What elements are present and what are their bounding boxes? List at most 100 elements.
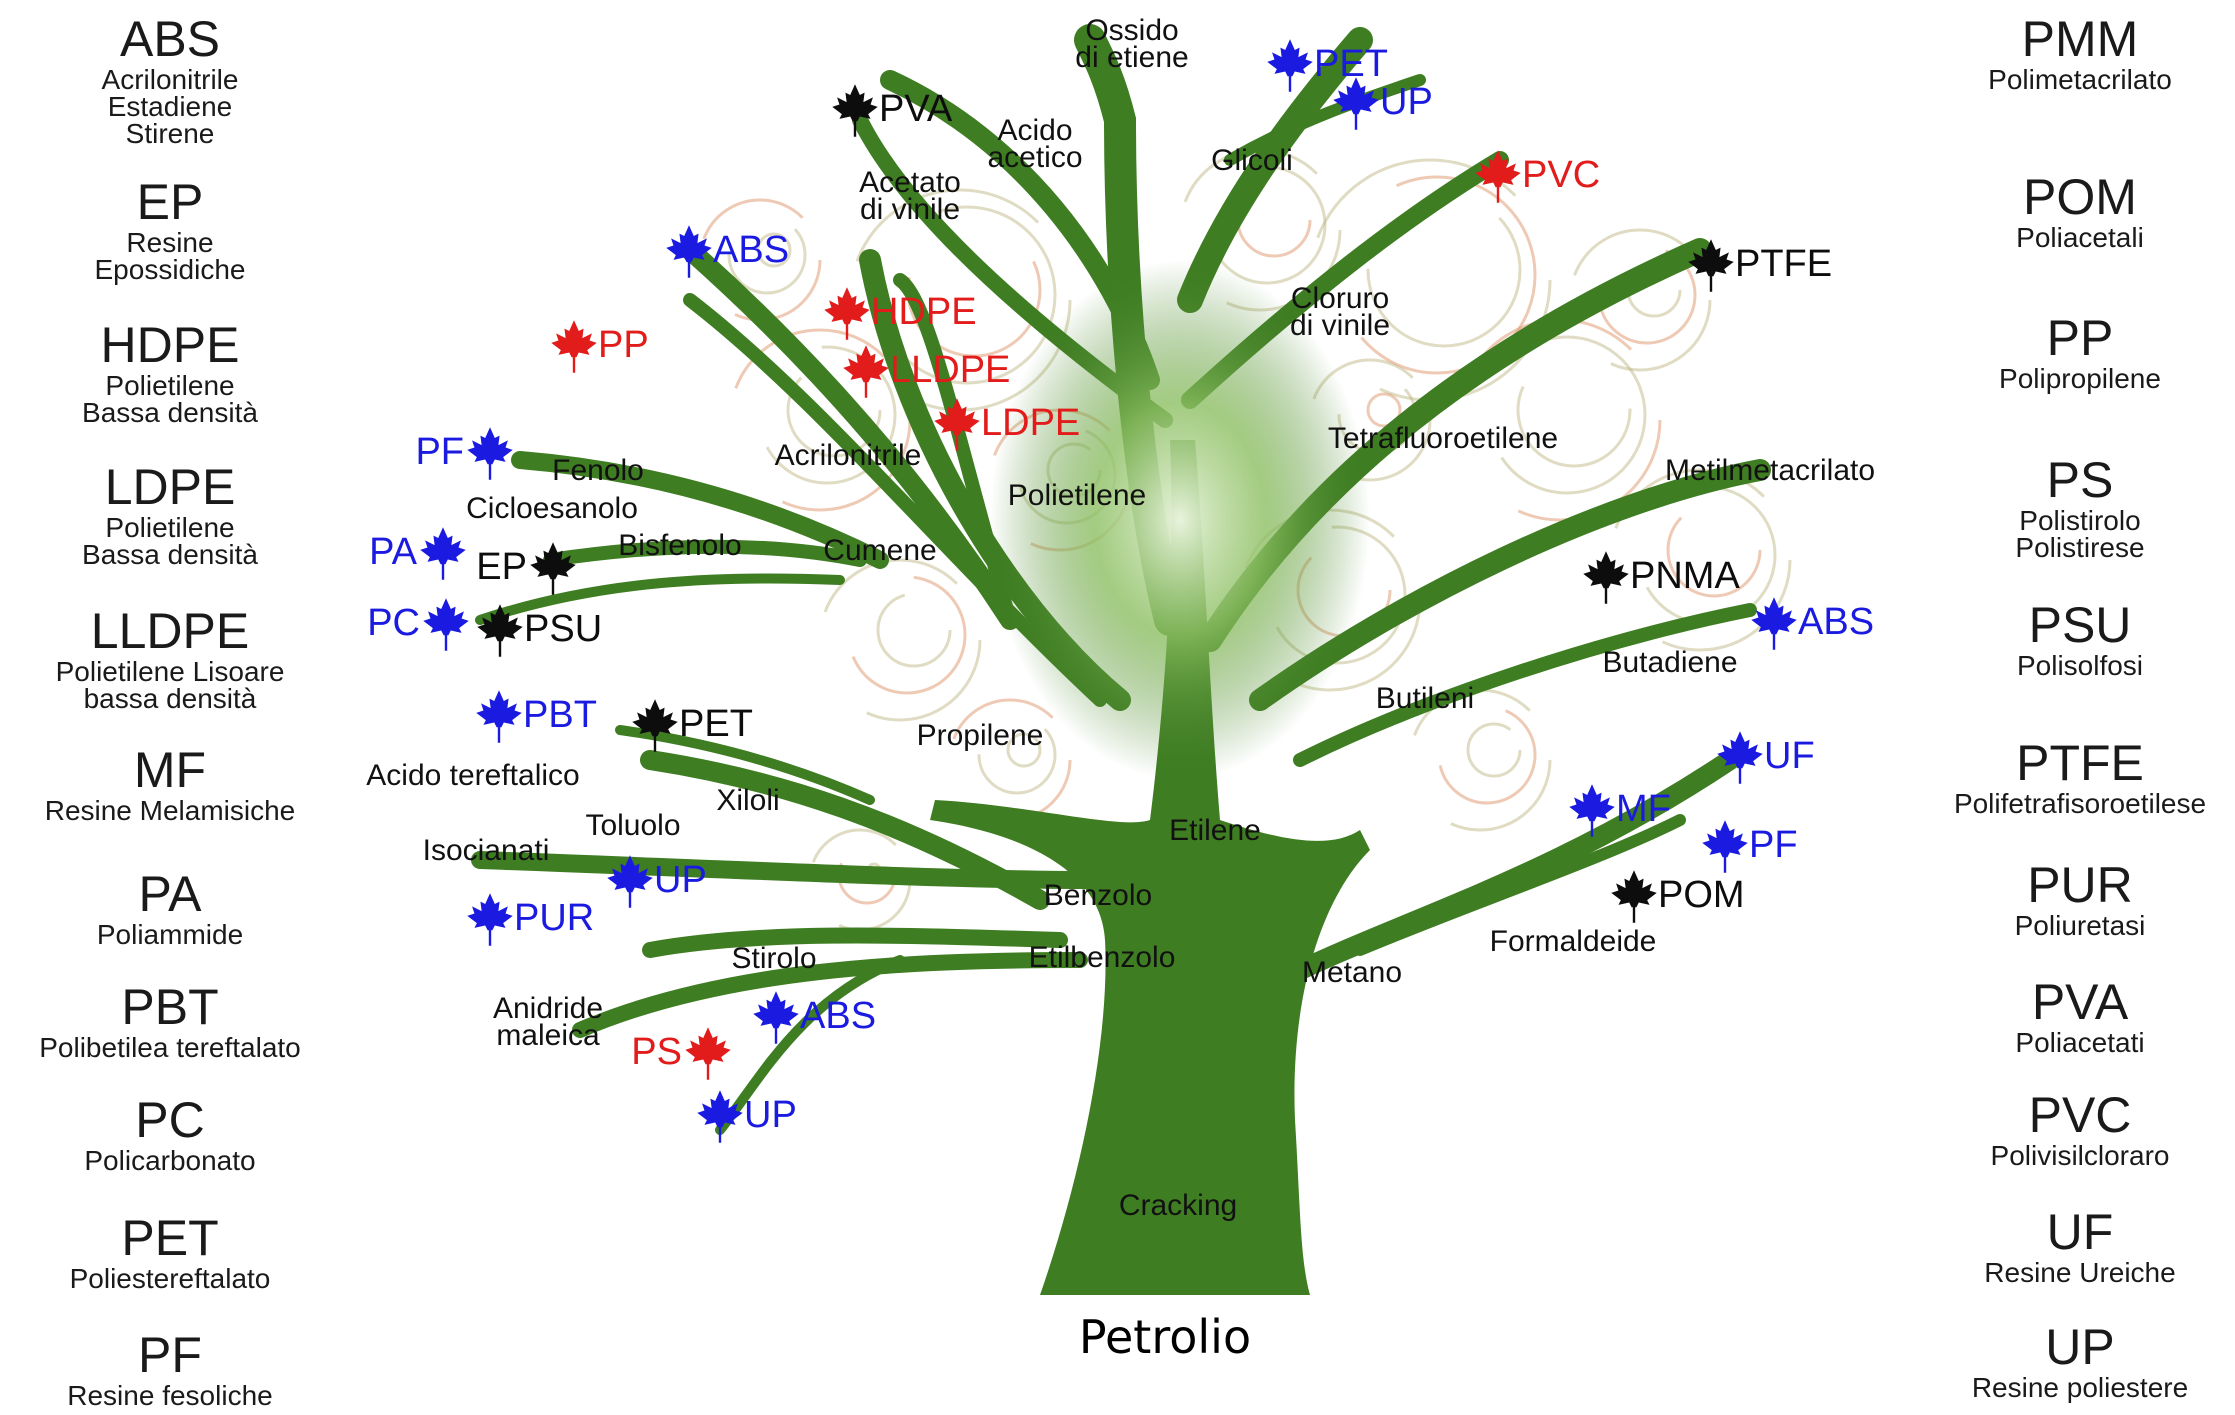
legend-description: Poliacetali bbox=[1925, 224, 2235, 251]
legend-description: Polietilene Lisoare bassa densità bbox=[0, 658, 340, 712]
branch-label: Acrilonitrile bbox=[775, 439, 922, 472]
polymer-leaf: PP bbox=[551, 320, 648, 373]
branch-label: Isocianati bbox=[423, 834, 550, 867]
polymer-leaf-label: PF bbox=[415, 431, 464, 473]
branch-label: Xiloli bbox=[716, 784, 779, 817]
legend-description: Resine fesoliche bbox=[0, 1382, 340, 1409]
maple-leaf-icon bbox=[530, 542, 575, 595]
legend-description: Acrilonitrile Estadiene Stirene bbox=[0, 66, 340, 147]
polymer-leaf-label: PBT bbox=[523, 694, 597, 736]
legend-left-entry: LLDPEPolietilene Lisoare bassa densità bbox=[0, 606, 340, 712]
branch-label: Bisfenolo bbox=[618, 529, 741, 562]
legend-description: Polivisilcloraro bbox=[1925, 1142, 2235, 1169]
legend-right-entry: UPResine poliestere bbox=[1925, 1322, 2235, 1401]
maple-leaf-icon bbox=[551, 320, 596, 373]
legend-code: HDPE bbox=[0, 320, 340, 370]
legend-description: Polistirolo Polistirese bbox=[1925, 507, 2235, 561]
legend-description: Poliestereftalato bbox=[0, 1265, 340, 1292]
maple-leaf-icon bbox=[1267, 39, 1312, 92]
branch-label: Toluolo bbox=[585, 809, 680, 842]
branch-label: Stirolo bbox=[731, 942, 816, 975]
legend-description: Polisolfosi bbox=[1925, 652, 2235, 679]
legend-description: Resine Ureiche bbox=[1925, 1259, 2235, 1286]
legend-code: LLDPE bbox=[0, 606, 340, 656]
legend-code: MF bbox=[0, 745, 340, 795]
maple-leaf-icon bbox=[476, 690, 521, 743]
maple-leaf-icon bbox=[1611, 870, 1656, 923]
branch-label: Etilene bbox=[1169, 814, 1261, 847]
polymer-leaf: PS bbox=[631, 1027, 730, 1080]
legend-code: EP bbox=[0, 177, 340, 227]
legend-code: UF bbox=[1925, 1207, 2235, 1257]
polymer-leaf: PF bbox=[415, 427, 512, 480]
maple-leaf-icon bbox=[420, 527, 465, 580]
polymer-leaf: PTFE bbox=[1688, 239, 1832, 292]
polymer-leaf: MF bbox=[1569, 784, 1671, 837]
polymer-leaf: ABS bbox=[1751, 597, 1874, 650]
legend-code: UP bbox=[1925, 1322, 2235, 1372]
polymer-leaf: PNMA bbox=[1583, 551, 1740, 604]
branch-label: Formaldeide bbox=[1490, 925, 1657, 958]
polymer-leaf-label: LLDPE bbox=[890, 349, 1010, 391]
polymer-leaf-label: HDPE bbox=[871, 291, 977, 333]
legend-description: Poliammide bbox=[0, 921, 340, 948]
polymer-leaf-label: PA bbox=[369, 531, 418, 573]
legend-description: Polibetilea tereftalato bbox=[0, 1034, 340, 1061]
legend-left-entry: HDPEPolietilene Bassa densità bbox=[0, 320, 340, 426]
swirl-ornament bbox=[878, 594, 950, 666]
legend-code: PMM bbox=[1925, 14, 2235, 64]
legend-code: PS bbox=[1925, 455, 2235, 505]
polymer-leaf: PBT bbox=[476, 690, 597, 743]
polymer-leaf: ABS bbox=[753, 991, 876, 1044]
maple-leaf-icon bbox=[467, 893, 512, 946]
petroleum-tree-diagram: Ossidodi etieneAcidoaceticoAcetatodi vin… bbox=[340, 0, 1925, 1300]
polymer-leaf: HDPE bbox=[824, 287, 976, 340]
branch-label: Acido tereftalico bbox=[366, 759, 579, 792]
polymer-leaf-label: POM bbox=[1658, 874, 1745, 916]
polymer-leaf-label: UF bbox=[1764, 735, 1815, 777]
legend-code: PVC bbox=[1925, 1090, 2235, 1140]
branch-label: Butileni bbox=[1376, 682, 1474, 715]
branch-label: Clorurodi vinile bbox=[1290, 282, 1390, 342]
branch-label: Glicoli bbox=[1211, 144, 1293, 177]
branch-label: Fenolo bbox=[552, 454, 644, 487]
polymer-leaf-label: PET bbox=[1314, 43, 1388, 85]
maple-leaf-icon bbox=[1717, 731, 1762, 784]
legend-description: Polimetacrilato bbox=[1925, 66, 2235, 93]
polymer-leaf-label: UP bbox=[744, 1094, 797, 1136]
legend-code: PA bbox=[0, 869, 340, 919]
legend-code: LDPE bbox=[0, 462, 340, 512]
legend-code: PP bbox=[1925, 313, 2235, 363]
legend-code: ABS bbox=[0, 14, 340, 64]
tree-branch bbox=[650, 936, 1060, 950]
polymer-leaf: PA bbox=[369, 527, 466, 580]
legend-description: Polipropilene bbox=[1925, 365, 2235, 392]
polymer-leaf-label: EP bbox=[476, 546, 527, 588]
polymer-leaf: PC bbox=[367, 598, 469, 651]
branch-label: Cracking bbox=[1119, 1189, 1237, 1222]
polymer-leaf-label: PSU bbox=[524, 608, 602, 650]
legend-right-entry: PSUPolisolfosi bbox=[1925, 600, 2235, 679]
polymer-leaf: EP bbox=[476, 542, 575, 595]
maple-leaf-icon bbox=[685, 1027, 730, 1080]
legend-code: PF bbox=[0, 1330, 340, 1380]
polymer-leaf: PVA bbox=[832, 84, 953, 137]
legend-description: Resine Melamisiche bbox=[0, 797, 340, 824]
legend-description: Polifetrafisoroetilese bbox=[1925, 790, 2235, 817]
polymer-leaf-label: LDPE bbox=[981, 402, 1080, 444]
legend-description: Polietilene Bassa densità bbox=[0, 372, 340, 426]
